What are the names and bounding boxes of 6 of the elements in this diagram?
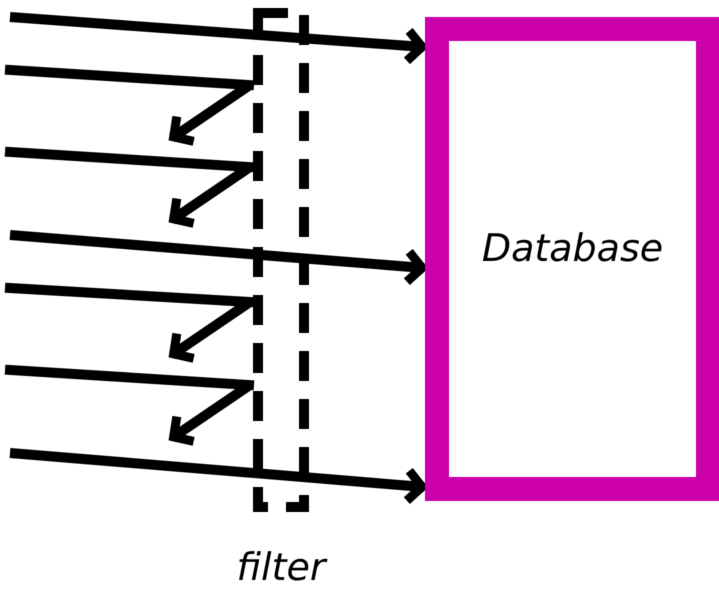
node-label: filter	[235, 545, 328, 589]
arrow	[10, 230, 426, 286]
node-label: Database	[480, 226, 664, 270]
database-box	[425, 17, 719, 501]
arrow	[10, 12, 426, 66]
arrow	[10, 448, 426, 506]
